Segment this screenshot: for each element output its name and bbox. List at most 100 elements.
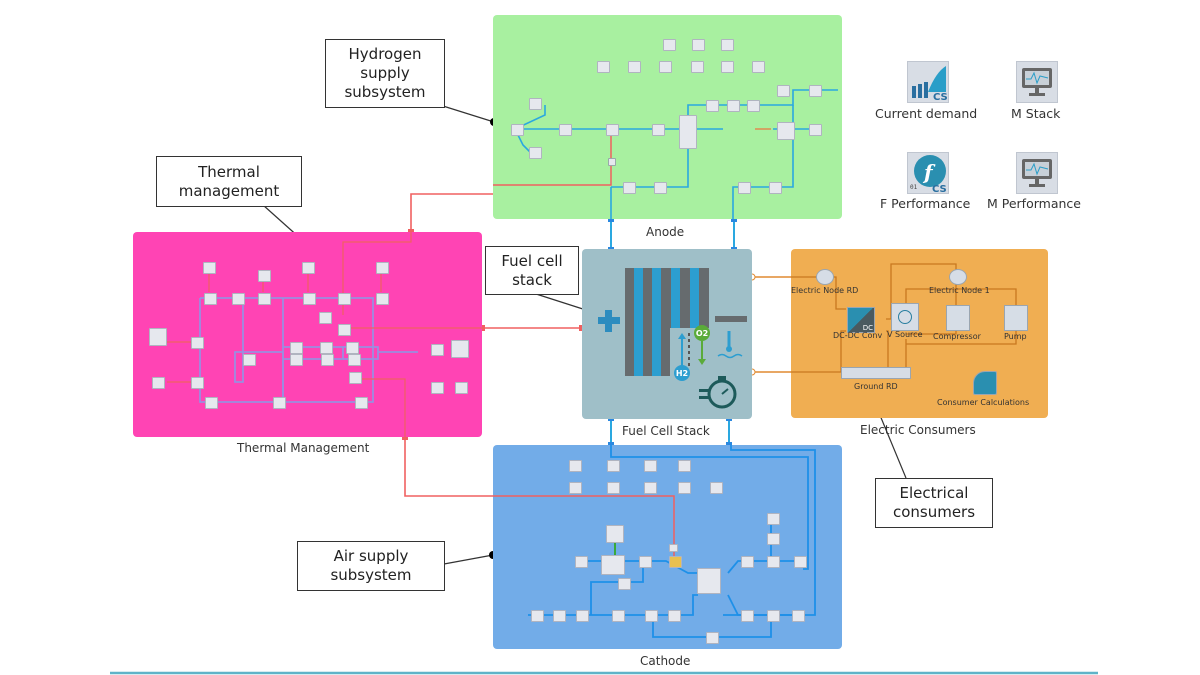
electric-node-1-icon[interactable]	[949, 269, 967, 285]
pipe-icon[interactable]	[355, 397, 368, 409]
pipe-icon[interactable]	[553, 610, 566, 622]
heat-source-icon[interactable]	[349, 372, 362, 384]
sensor-icon[interactable]	[663, 39, 676, 51]
parameter-icon[interactable]	[597, 61, 610, 73]
consumer-calculations-icon[interactable]	[973, 371, 997, 395]
reservoir-icon[interactable]	[149, 328, 167, 346]
sensor-icon[interactable]	[692, 39, 705, 51]
chart-icon[interactable]	[644, 482, 657, 494]
pipe-icon[interactable]	[290, 342, 303, 354]
valve-icon[interactable]	[809, 85, 822, 97]
parameter-icon[interactable]	[569, 482, 582, 494]
pipe-icon[interactable]	[303, 293, 316, 305]
pipe-icon[interactable]	[431, 344, 444, 356]
monitor-icon[interactable]	[721, 39, 734, 51]
compressor-icon[interactable]	[601, 555, 625, 575]
pipe-icon[interactable]	[706, 632, 719, 644]
parameter-icon[interactable]	[569, 460, 582, 472]
heat-source-icon[interactable]	[203, 262, 216, 274]
pipe-icon[interactable]	[618, 578, 631, 590]
heat-source-icon[interactable]	[319, 312, 332, 324]
pipe-icon[interactable]	[652, 124, 665, 136]
pipe-icon[interactable]	[769, 182, 782, 194]
monitor-icon[interactable]	[678, 460, 691, 472]
junction-icon[interactable]	[669, 544, 678, 552]
pipe-icon[interactable]	[612, 610, 625, 622]
junction-icon[interactable]	[645, 610, 658, 622]
pipe-icon[interactable]	[346, 342, 359, 354]
humidifier-membrane-icon[interactable]	[697, 568, 721, 594]
tank-icon[interactable]	[511, 124, 524, 136]
injector-icon[interactable]	[606, 124, 619, 136]
valve-icon[interactable]	[809, 124, 822, 136]
sensor-icon[interactable]	[644, 460, 657, 472]
pipe-icon[interactable]	[792, 610, 805, 622]
fuel-cell-stack-block[interactable]: H2 O2	[582, 249, 752, 419]
sensor-icon[interactable]	[607, 482, 620, 494]
valve-icon[interactable]	[529, 147, 542, 159]
ground-rd-icon[interactable]	[841, 367, 911, 379]
m-performance-tile[interactable]	[1016, 152, 1058, 194]
sensor-icon[interactable]	[607, 460, 620, 472]
pipe-icon[interactable]	[205, 397, 218, 409]
sensor-icon[interactable]	[659, 61, 672, 73]
junction-icon[interactable]	[320, 342, 333, 354]
thermal-block[interactable]	[133, 232, 482, 437]
heat-source-icon[interactable]	[376, 262, 389, 274]
pipe-icon[interactable]	[232, 293, 245, 305]
sensor-icon[interactable]	[691, 61, 704, 73]
pipe-icon[interactable]	[738, 182, 751, 194]
compressor-icon[interactable]	[946, 305, 970, 331]
dc-dc-converter-icon[interactable]: DC	[847, 307, 875, 333]
chamber-icon[interactable]	[706, 100, 719, 112]
valve-icon[interactable]	[321, 354, 334, 366]
pipe-icon[interactable]	[623, 182, 636, 194]
pipe-icon[interactable]	[741, 556, 754, 568]
voltage-source-icon[interactable]	[891, 303, 919, 331]
junction-icon[interactable]	[576, 610, 589, 622]
heat-source-icon[interactable]	[302, 262, 315, 274]
pipe-icon[interactable]	[794, 556, 807, 568]
pipe-icon[interactable]	[777, 85, 790, 97]
recirculation-pump-icon[interactable]	[777, 122, 795, 140]
heat-exchanger-icon[interactable]	[258, 293, 271, 305]
radiator-icon[interactable]	[243, 354, 256, 366]
electric-consumers-block[interactable]: Electric Node RD Electric Node 1 DC DC-D…	[791, 249, 1048, 418]
f-performance-tile[interactable]: f 01 CS	[907, 152, 949, 194]
pump-icon[interactable]	[1004, 305, 1028, 331]
monitor-icon[interactable]	[710, 482, 723, 494]
pipe-icon[interactable]	[741, 610, 754, 622]
m-stack-tile[interactable]	[1016, 61, 1058, 103]
monitor-icon[interactable]	[678, 482, 691, 494]
cathode-block[interactable]	[493, 445, 842, 649]
valve-icon[interactable]	[767, 533, 780, 545]
heat-source-icon[interactable]	[338, 324, 351, 336]
junction-icon[interactable]	[608, 158, 616, 166]
air-inlet-icon[interactable]	[531, 610, 544, 622]
parameter-icon[interactable]	[455, 382, 468, 394]
current-demand-tile[interactable]: CS	[907, 61, 949, 103]
pipe-icon[interactable]	[668, 610, 681, 622]
pipe-icon[interactable]	[204, 293, 217, 305]
outlet-icon[interactable]	[767, 513, 780, 525]
temperature-icon[interactable]	[258, 270, 271, 282]
humidifier-icon[interactable]	[669, 556, 682, 568]
air-inlet-icon[interactable]	[575, 556, 588, 568]
pump-icon[interactable]	[191, 377, 204, 389]
junction-icon[interactable]	[767, 556, 780, 568]
monitor-icon[interactable]	[752, 61, 765, 73]
junction-icon[interactable]	[767, 610, 780, 622]
fan-icon[interactable]	[273, 397, 286, 409]
pipe-icon[interactable]	[654, 182, 667, 194]
temperature-icon[interactable]	[606, 525, 624, 543]
separator-icon[interactable]	[679, 115, 697, 149]
pipe-icon[interactable]	[376, 293, 389, 305]
tank-icon[interactable]	[451, 340, 469, 358]
pipe-icon[interactable]	[290, 354, 303, 366]
anode-block[interactable]	[493, 15, 842, 219]
sensor-icon[interactable]	[628, 61, 641, 73]
pipe-icon[interactable]	[559, 124, 572, 136]
valve-icon[interactable]	[529, 98, 542, 110]
chamber-icon[interactable]	[747, 100, 760, 112]
junction-icon[interactable]	[338, 293, 351, 305]
